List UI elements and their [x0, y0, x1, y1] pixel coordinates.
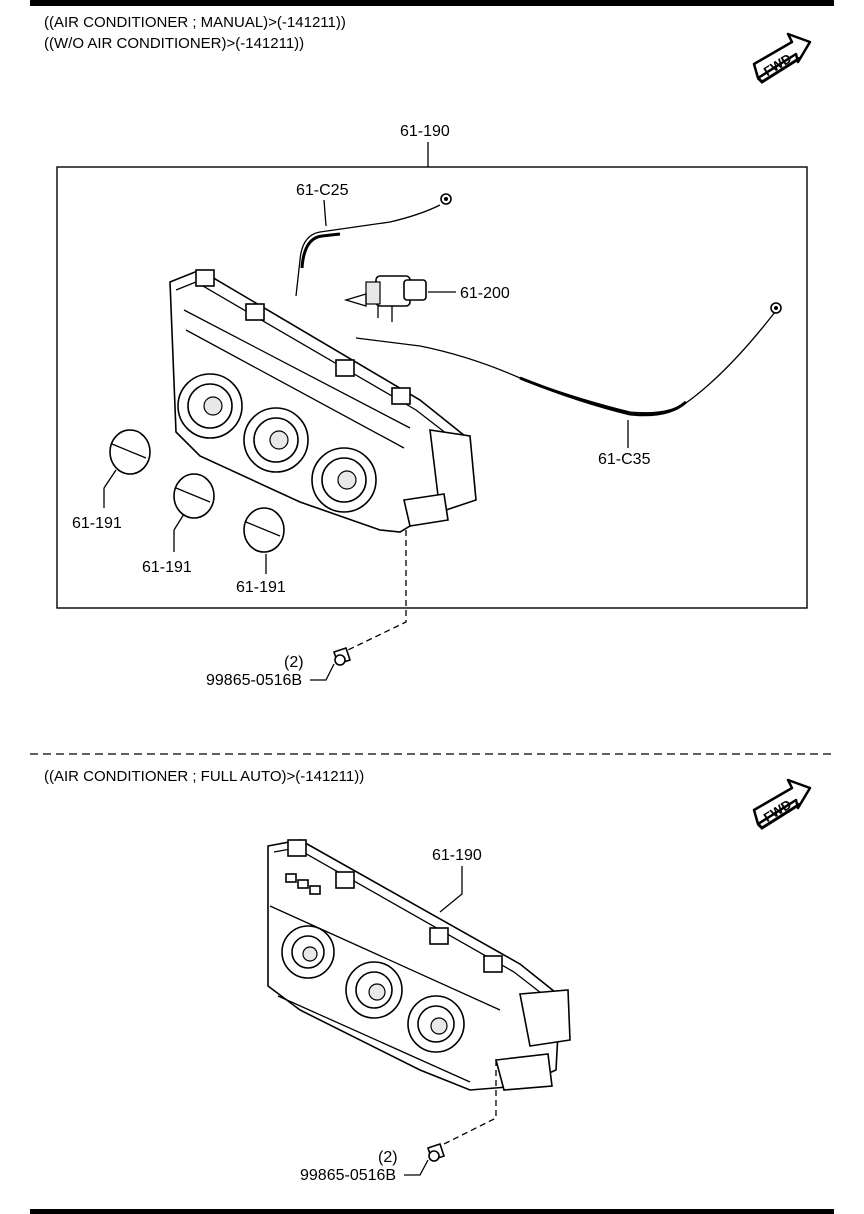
leader-screw-manual	[310, 663, 335, 681]
knob-61-191-left	[109, 429, 151, 475]
blower-switch-61-200	[343, 275, 427, 322]
header-manual-line2: ((W/O AIR CONDITIONER)>(-141211))	[44, 35, 304, 52]
header-manual-line1: ((AIR CONDITIONER ; MANUAL)>(-141211))	[44, 14, 346, 31]
callout-61-190: 61-190	[400, 123, 450, 140]
bottom-rule	[30, 1209, 834, 1214]
control-panel-auto	[267, 839, 571, 1091]
cable-61-c35	[355, 302, 782, 417]
screw-icon-auto	[426, 1142, 446, 1162]
knob-61-191-right	[243, 507, 285, 553]
leader-61-190-auto	[439, 866, 463, 913]
assembly-frame	[56, 166, 808, 609]
callout-screw-part-manual: 99865-0516B	[206, 672, 302, 689]
callout-screw-part-auto: 99865-0516B	[300, 1167, 396, 1184]
fwd-arrow-icon-auto: FWD	[752, 778, 812, 830]
cable-61-c25	[295, 193, 452, 297]
control-panel-manual	[169, 269, 477, 533]
callout-screw-qty-auto: (2)	[378, 1149, 398, 1166]
callout-61-191-right: 61-191	[236, 579, 286, 596]
screw-path-manual	[347, 530, 407, 651]
callout-61-190-auto: 61-190	[432, 847, 482, 864]
fwd-arrow-icon: FWD	[752, 32, 812, 84]
callout-61-191-mid: 61-191	[142, 559, 192, 576]
callout-61-c35: 61-C35	[598, 451, 651, 468]
top-rule	[30, 0, 834, 6]
leader-knob-mid-tip	[173, 513, 185, 531]
header-auto-line1: ((AIR CONDITIONER ; FULL AUTO)>(-141211)…	[44, 768, 364, 785]
callout-61-200: 61-200	[460, 285, 510, 302]
screw-icon-manual	[332, 646, 352, 666]
knob-61-191-mid	[173, 473, 215, 519]
callout-61-191-left: 61-191	[72, 515, 122, 532]
leader-61-c25	[323, 199, 327, 227]
leader-screw-auto	[404, 1159, 429, 1176]
callout-61-c25: 61-C25	[296, 182, 349, 199]
callout-screw-qty-manual: (2)	[284, 654, 304, 671]
leader-knob-left-tip	[103, 469, 117, 489]
